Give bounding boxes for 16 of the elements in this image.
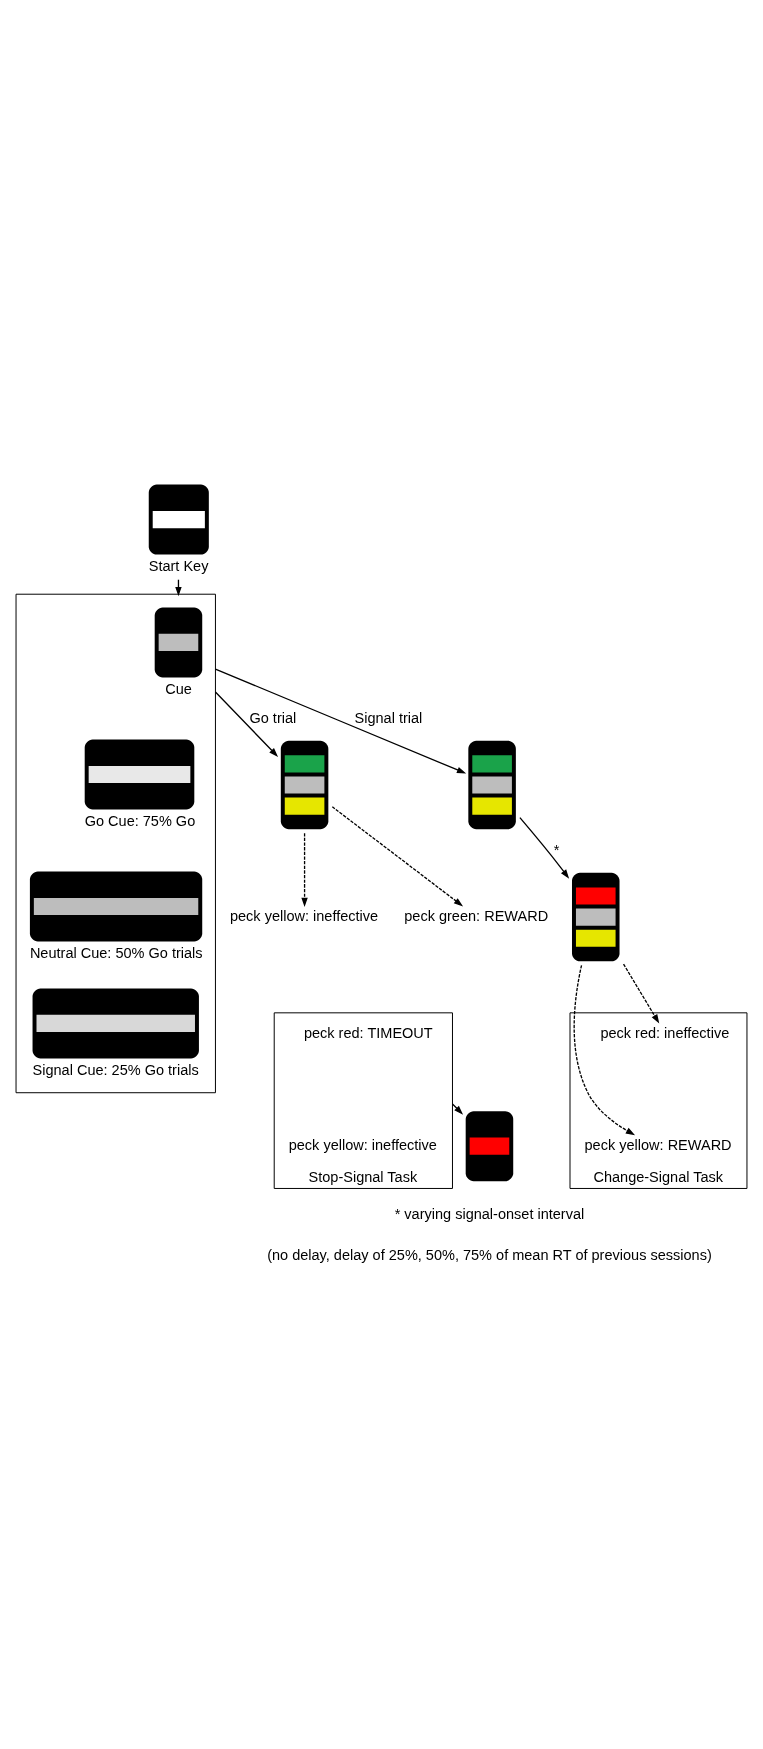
edge-label: Go trial <box>249 709 297 726</box>
node-label: Start Key <box>148 558 209 575</box>
edge-label: Signal trial <box>354 709 423 726</box>
node-text: peck yellow: ineffective <box>229 907 379 924</box>
node-text: peck yellow: REWARD <box>584 1136 732 1153</box>
label: * varying signal-onset interval <box>394 1205 585 1222</box>
node-label: Cue <box>165 681 192 698</box>
node-text: peck yellow: ineffective <box>288 1136 437 1153</box>
edge-label: * <box>553 841 560 858</box>
node-text: peck red: TIMEOUT <box>303 1024 433 1041</box>
node-text: peck red: ineffective <box>600 1024 730 1041</box>
node-label: Neutral Cue: 50% Go trials <box>29 945 203 962</box>
node-text: peck green: REWARD <box>404 907 549 924</box>
node-label: Go Cue: 75% Go <box>84 813 196 830</box>
label: (no delay, delay of 25%, 50%, 75% of mean RT of previous sessions) <box>267 1247 712 1264</box>
node-label: Signal Cue: 25% Go trials <box>32 1062 199 1079</box>
